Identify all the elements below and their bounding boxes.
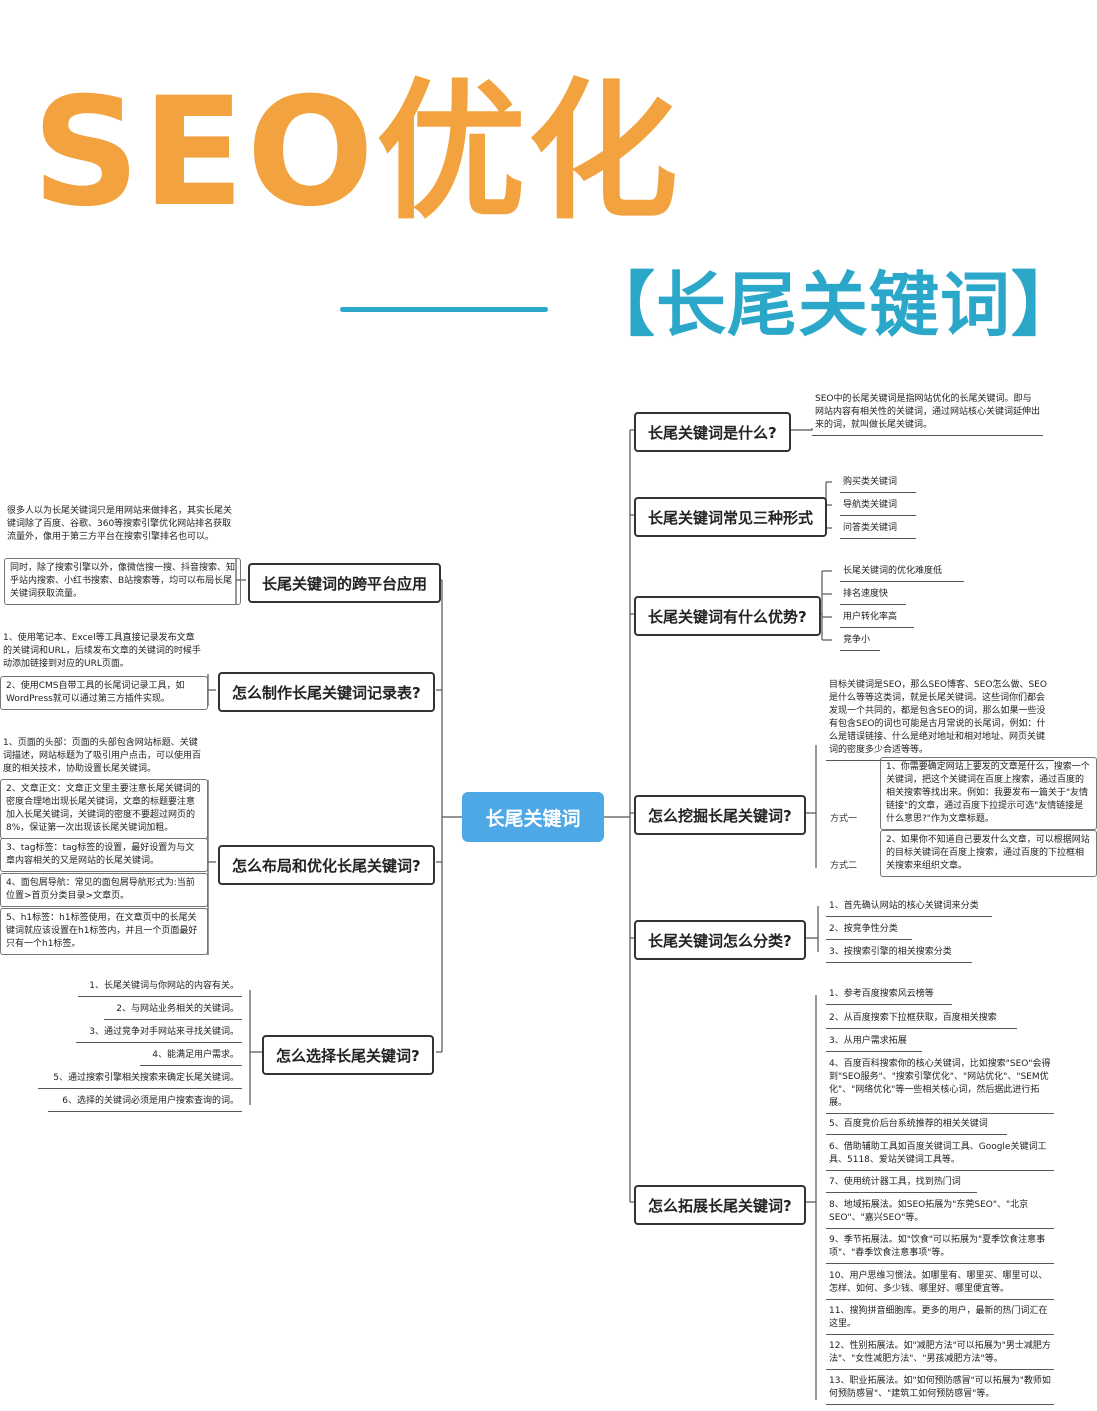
leaf-mining-method1: 1、你需要确定网站上要发的文章是什么，搜索一个关键词，把这个关键词在百度上搜索，… [880,757,1097,830]
branch-expand[interactable]: 怎么拓展长尾关键词? [634,1185,806,1225]
page-subtitle: 【长尾关键词】 [585,264,1082,346]
branch-classify[interactable]: 长尾关键词怎么分类? [634,920,806,960]
subtitle-dash-line [340,307,548,312]
leaf-expand-12: 12、性别拓展法。如"减肥方法"可以拓展为"男士减肥方法"、"女性减肥方法"、"… [826,1338,1054,1370]
branch-crossplatform[interactable]: 长尾关键词的跨平台应用 [248,563,442,603]
leaf-classify-3: 3、按搜索引擎的相关搜索分类 [826,944,972,963]
branch-mining[interactable]: 怎么挖掘长尾关键词? [634,795,806,835]
leaf-layout-2: 2、文章正文：文章正文里主要注意长尾关键词的密度合理地出现长尾关键词，文章的标题… [0,779,208,839]
center-node[interactable]: 长尾关键词 [462,792,604,842]
leaf-adv-1: 长尾关键词的优化难度低 [840,563,964,582]
page-title: SEO优化 [32,66,681,240]
leaf-choose-5: 5、通过搜索引擎相关搜索来确定长尾关键词。 [38,1070,242,1089]
leaf-expand-13: 13、职业拓展法。如"如何预防感冒"可以拓展为"教师如何预防感冒"、"建筑工如何… [826,1373,1054,1405]
leaf-expand-7: 7、使用统计器工具，找到热门词 [826,1174,977,1193]
leaf-mining-method2: 2、如果你不知道自己要发什么文章，可以根据网站的目标关键词在百度上搜索，通过百度… [880,830,1097,877]
leaf-layout-5: 5、h1标签：h1标签使用，在文章页中的长尾关键词就应该设置在h1标签内，并且一… [0,908,208,955]
branch-advantages[interactable]: 长尾关键词有什么优势? [634,596,821,636]
mining-method2-label: 方式二 [830,861,858,871]
leaf-expand-2: 2、从百度搜索下拉框获取，百度相关搜索 [826,1010,1017,1029]
leaf-record-1: 1、使用笔记本、Excel等工具直接记录发布文章的关键词和URL，后续发布文章的… [3,633,201,669]
leaf-expand-9: 9、季节拓展法。如"饮食"可以拓展为"夏季饮食注意事项"、"春季饮食注意事项"等… [826,1232,1054,1264]
leaf-record-2: 2、使用CMS自带工具的长尾词记录工具，如WordPress就可以通过第三方插件… [0,676,208,710]
leaf-layout-4: 4、面包屑导航：常见的面包屑导航形式为:当前位置>首页分类目录>文章页。 [0,873,208,907]
leaf-adv-4: 竞争小 [840,632,880,651]
leaf-cross-2: 同时，除了搜索引擎以外，像微信搜一搜、抖音搜索、知乎站内搜索、小红书搜索、B站搜… [4,558,241,605]
leaf-forms-qa: 问答类关键词 [840,520,916,539]
leaf-cross-1: 很多人以为长尾关键词只是用网站来做排名，其实长尾关键词除了百度、谷歌、360等搜… [7,506,233,542]
leaf-choose-2: 2、与网站业务相关的关键词。 [104,1001,242,1020]
leaf-what-definition: SEO中的长尾关键词是指网站优化的长尾关键词。即与网站内容有相关性的关键词，通过… [812,391,1043,436]
leaf-expand-8: 8、地域拓展法。如SEO拓展为"东莞SEO"、"北京SEO"、"嘉兴SEO"等。 [826,1197,1054,1229]
leaf-choose-6: 6、选择的关键词必须是用户搜索查询的词。 [48,1093,242,1112]
leaf-choose-1: 1、长尾关键词与你网站的内容有关。 [78,978,242,997]
leaf-expand-10: 10、用户思维习惯法。如哪里有、哪里买、哪里可以、怎样、如何、多少钱、哪里好、哪… [826,1268,1054,1300]
leaf-classify-1: 1、首先确认网站的核心关键词来分类 [826,898,992,917]
leaf-forms-buy: 购买类关键词 [840,474,916,493]
leaf-expand-4: 4、百度百科搜索你的核心关键词，比如搜索"SEO"会得到"SEO服务"、"搜索引… [826,1056,1054,1114]
mining-method1-label: 方式一 [830,814,858,824]
leaf-adv-3: 用户转化率高 [840,609,914,628]
branch-forms[interactable]: 长尾关键词常见三种形式 [634,497,828,537]
branch-record[interactable]: 怎么制作长尾关键词记录表? [218,672,435,712]
leaf-classify-2: 2、按竞争性分类 [826,921,912,940]
leaf-expand-3: 3、从用户需求拓展 [826,1033,922,1052]
leaf-layout-1: 1、页面的头部：页面的头部包含网站标题、关键词描述，网站标题为了吸引用户点击，可… [3,738,202,774]
leaf-expand-6: 6、借助辅助工具如百度关键词工具、Google关键词工具、5118、爱站关键词工… [826,1139,1054,1171]
leaf-choose-4: 4、能满足用户需求。 [140,1047,242,1066]
leaf-layout-3: 3、tag标签：tag标签的设置，最好设置为与文章内容相关的又是网站的长尾关键词… [0,838,208,872]
branch-what[interactable]: 长尾关键词是什么? [634,412,791,452]
leaf-adv-2: 排名速度快 [840,586,906,605]
leaf-mining-intro: 目标关键词是SEO，那么SEO博客、SEO怎么做、SEO是什么等等这类词，就是长… [826,677,1054,761]
leaf-forms-nav: 导航类关键词 [840,497,916,516]
leaf-expand-5: 5、百度竞价后台系统推荐的相关关键词 [826,1116,1007,1135]
leaf-expand-11: 11、搜狗拼音细胞库。更多的用户，最新的热门词汇在这里。 [826,1303,1054,1335]
leaf-choose-3: 3、通过竞争对手网站来寻找关键词。 [76,1024,242,1043]
branch-choose[interactable]: 怎么选择长尾关键词? [262,1035,434,1075]
branch-layout[interactable]: 怎么布局和优化长尾关键词? [218,845,435,885]
leaf-expand-1: 1、参考百度搜索风云榜等 [826,986,952,1005]
